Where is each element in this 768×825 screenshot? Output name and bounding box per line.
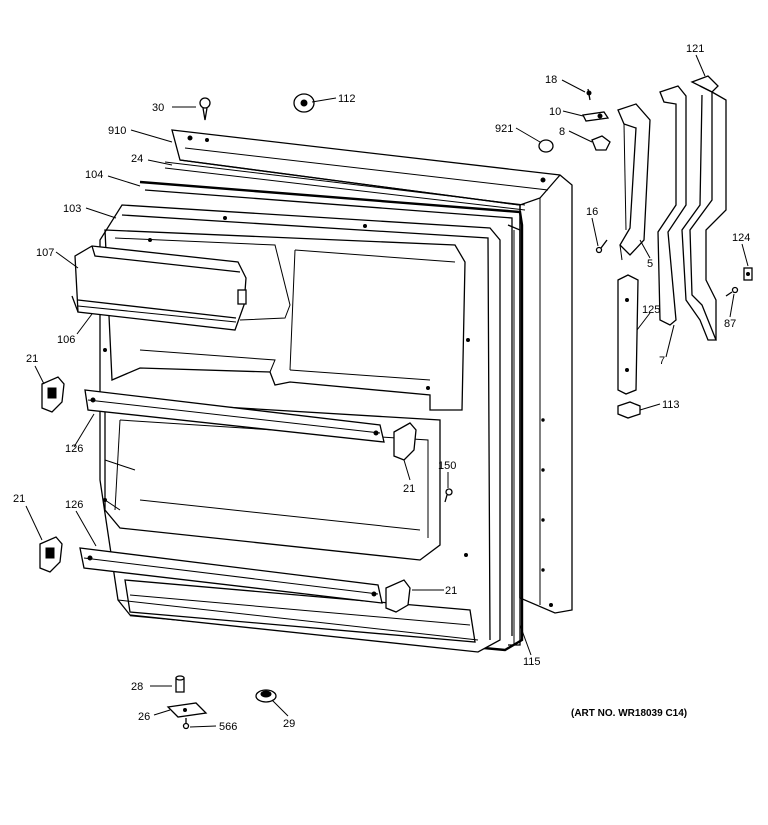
hinge-cap-113 bbox=[617, 401, 641, 419]
pin-28 bbox=[175, 675, 185, 693]
label-24: 24 bbox=[131, 153, 143, 165]
part-labels: 30 112 910 24 104 103 107 106 21 126 21 … bbox=[13, 43, 750, 733]
label-8: 8 bbox=[559, 126, 565, 138]
label-112: 112 bbox=[338, 93, 356, 105]
label-106: 106 bbox=[57, 334, 75, 346]
plug-112 bbox=[293, 93, 315, 113]
label-103: 103 bbox=[63, 203, 81, 215]
label-107: 107 bbox=[36, 247, 54, 259]
shelf-support-right-upper bbox=[393, 422, 417, 461]
label-125: 125 bbox=[642, 304, 660, 316]
screw-566 bbox=[182, 718, 190, 730]
screw-150 bbox=[444, 488, 453, 503]
label-21-right-upper: 21 bbox=[403, 483, 415, 495]
screw-16 bbox=[595, 239, 608, 254]
label-28: 28 bbox=[131, 681, 143, 693]
label-7: 7 bbox=[659, 355, 665, 367]
door-shelf-upper bbox=[84, 389, 385, 443]
shim-10 bbox=[582, 111, 610, 122]
hinge-5 bbox=[617, 103, 651, 261]
label-124: 124 bbox=[732, 232, 750, 244]
screw-18 bbox=[586, 88, 592, 101]
side-gasket-strip bbox=[507, 224, 521, 646]
label-113: 113 bbox=[662, 399, 680, 411]
door-shelf-lower bbox=[79, 547, 383, 604]
label-18: 18 bbox=[545, 74, 557, 86]
label-126-lower: 126 bbox=[65, 499, 83, 511]
shelf-support-left-upper bbox=[41, 376, 65, 413]
hinge-7 bbox=[657, 85, 687, 326]
label-21-left-lower: 21 bbox=[13, 493, 25, 505]
leader-lines bbox=[25, 54, 749, 728]
cover-125 bbox=[617, 274, 639, 395]
outer-door-panel bbox=[171, 129, 573, 614]
screw-30 bbox=[199, 97, 211, 121]
label-566: 566 bbox=[219, 721, 237, 733]
label-921: 921 bbox=[495, 123, 513, 135]
plug-921 bbox=[538, 139, 554, 153]
label-21-left-upper: 21 bbox=[26, 353, 38, 365]
shelf-support-left-lower bbox=[39, 536, 63, 573]
screw-87 bbox=[725, 286, 739, 297]
label-115: 115 bbox=[523, 656, 541, 668]
label-104: 104 bbox=[85, 169, 103, 181]
label-30: 30 bbox=[152, 102, 164, 114]
label-5: 5 bbox=[647, 258, 653, 270]
label-87: 87 bbox=[724, 318, 736, 330]
label-910: 910 bbox=[108, 125, 126, 137]
dairy-compartment-door bbox=[71, 245, 247, 331]
label-16: 16 bbox=[586, 206, 598, 218]
shelf-support-right-lower bbox=[385, 579, 411, 613]
label-10: 10 bbox=[549, 106, 561, 118]
bracket-26 bbox=[166, 702, 208, 718]
hinge-121 bbox=[681, 75, 727, 341]
cap-8 bbox=[591, 135, 611, 151]
label-26: 26 bbox=[138, 711, 150, 723]
label-21-right-lower: 21 bbox=[445, 585, 457, 597]
label-150: 150 bbox=[438, 460, 456, 472]
bushing-29 bbox=[255, 689, 277, 703]
label-121: 121 bbox=[686, 43, 704, 55]
art-number: (ART NO. WR18039 C14) bbox=[571, 708, 687, 719]
label-29: 29 bbox=[283, 718, 295, 730]
label-126-upper: 126 bbox=[65, 443, 83, 455]
hinge-pin-124 bbox=[743, 267, 753, 281]
